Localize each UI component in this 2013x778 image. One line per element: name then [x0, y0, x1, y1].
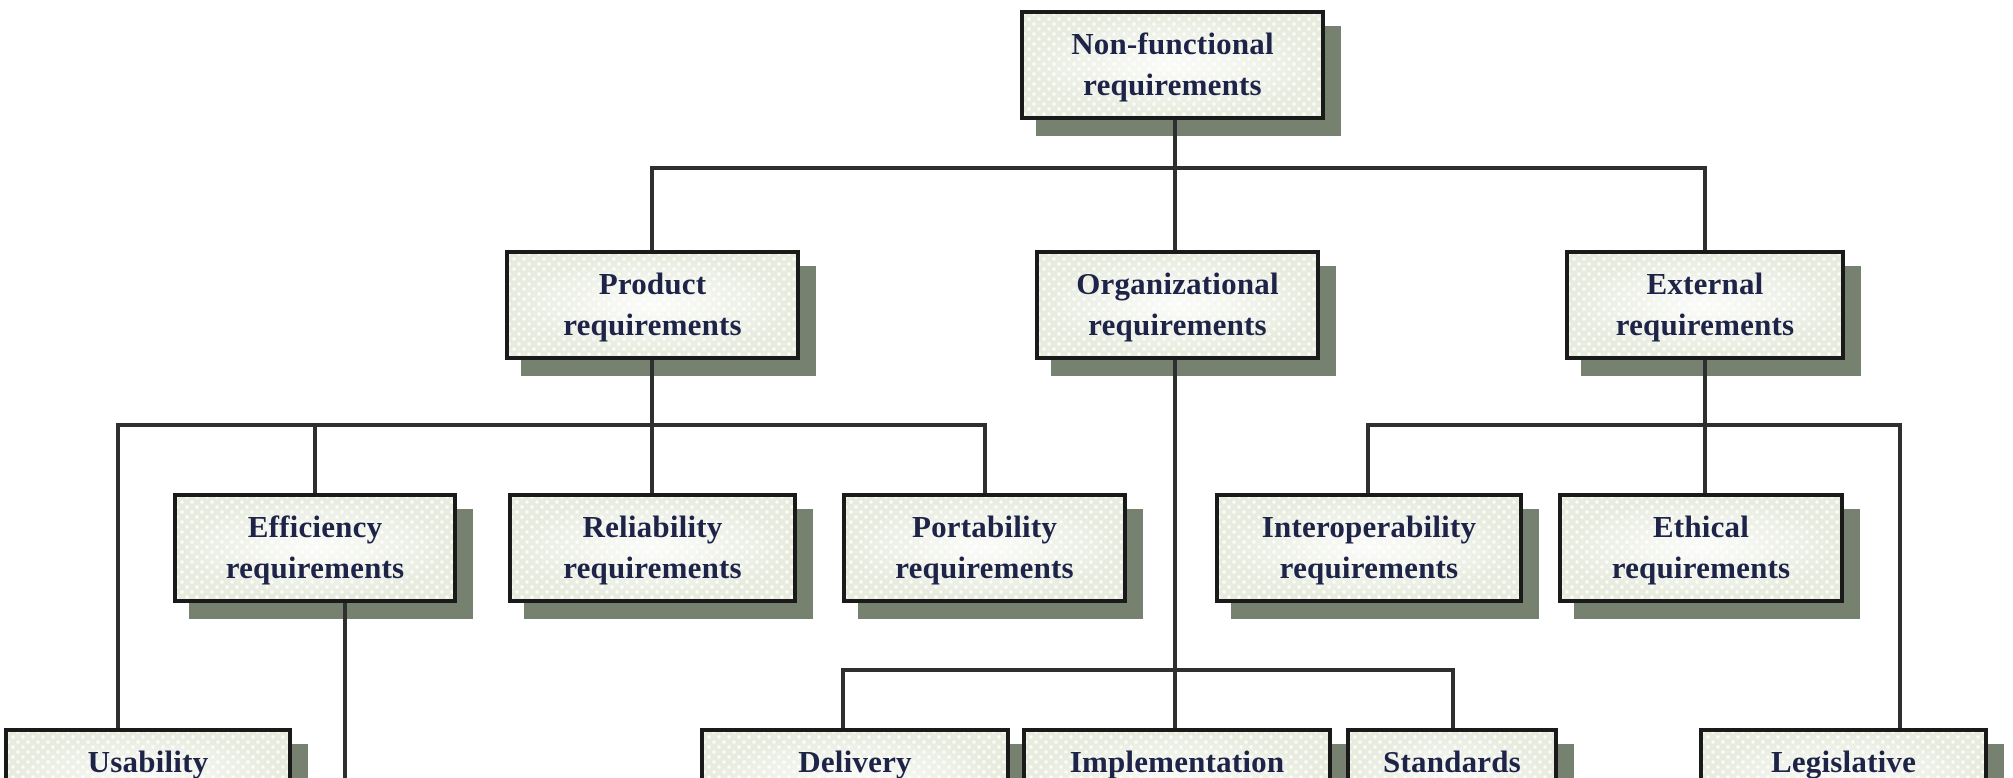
node-portability-requirements: Portability requirements — [842, 493, 1127, 603]
node-label: Legislative — [1770, 744, 1917, 778]
connector-drop-delivery — [841, 668, 845, 732]
connector-org-children-hbar — [841, 668, 1455, 672]
connector-product-children-hbar — [116, 423, 987, 427]
connector-drop-product — [650, 166, 654, 254]
node-reliability-requirements: Reliability requirements — [508, 493, 797, 603]
node-label: Efficiency requirements — [225, 509, 405, 585]
connector-drop-portability — [983, 423, 987, 497]
connector-product-down — [650, 356, 654, 427]
connector-organizational-down — [1173, 356, 1177, 732]
node-product-requirements: Product requirements — [505, 250, 800, 360]
node-organizational-requirements: Organizational requirements — [1035, 250, 1320, 360]
connector-drop-interoperability — [1366, 423, 1370, 497]
node-label: Interoperability requirements — [1261, 509, 1477, 585]
connector-external-children-hbar — [1366, 423, 1902, 427]
connector-drop-external — [1703, 166, 1707, 254]
connector-efficiency-down — [343, 600, 347, 778]
node-implementation: Implementation — [1022, 728, 1332, 778]
connector-external-down — [1703, 356, 1707, 427]
node-usability: Usability — [4, 728, 292, 778]
connector-drop-usability — [116, 423, 120, 732]
node-legislative: Legislative — [1699, 728, 1988, 778]
node-label: External requirements — [1615, 266, 1795, 342]
connector-drop-reliability — [650, 423, 654, 497]
node-ethical-requirements: Ethical requirements — [1558, 493, 1844, 603]
node-label: Delivery — [798, 744, 912, 778]
connector-drop-legislative — [1898, 423, 1902, 732]
node-label: Reliability requirements — [563, 509, 742, 585]
connector-drop-ethical — [1703, 423, 1707, 497]
connector-level1-hbar — [650, 166, 1707, 170]
connector-root-to-organizational — [1173, 118, 1177, 254]
node-external-requirements: External requirements — [1565, 250, 1845, 360]
connector-drop-standards — [1451, 668, 1455, 732]
node-label: Product requirements — [563, 266, 742, 342]
node-label: Standards — [1383, 744, 1521, 778]
node-label: Usability — [87, 744, 209, 778]
node-label: Portability requirements — [895, 509, 1074, 585]
connector-drop-efficiency — [313, 423, 317, 497]
node-efficiency-requirements: Efficiency requirements — [173, 493, 457, 603]
node-label: Organizational requirements — [1076, 266, 1279, 342]
node-interoperability-requirements: Interoperability requirements — [1215, 493, 1523, 603]
node-label: Implementation — [1069, 744, 1285, 778]
node-delivery: Delivery — [700, 728, 1010, 778]
node-non-functional-requirements: Non-functional requirements — [1020, 10, 1325, 120]
node-label: Non-functional requirements — [1071, 26, 1274, 102]
node-standards: Standards — [1346, 728, 1558, 778]
node-label: Ethical requirements — [1611, 509, 1791, 585]
